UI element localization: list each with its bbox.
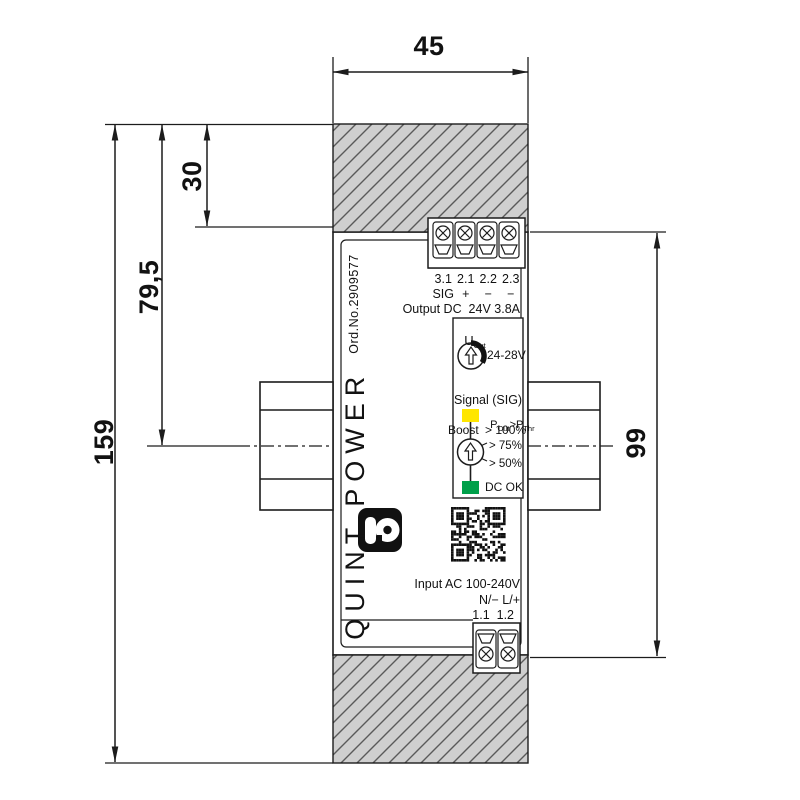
dim-device-height-label: 99 — [620, 427, 651, 459]
voltage-dial — [457, 340, 487, 370]
order-number: Ord.No.2909577 — [347, 254, 362, 354]
output-rating-label: Output DC 24V 3.8A — [402, 302, 520, 316]
dim-rail-label: 30 — [176, 160, 207, 192]
boost-tick-50-label: > 50% — [489, 458, 522, 470]
terminal-sign: − — [507, 287, 515, 301]
uout-subscript: Out — [473, 340, 486, 350]
input-terminal-numbers: 1.1 1.2 — [472, 608, 514, 622]
screw-terminal — [432, 221, 454, 259]
output-terminal-signs: SIG + − − — [432, 287, 522, 301]
uout-symbol: U — [464, 332, 474, 348]
terminal-label: 2.2 — [479, 272, 497, 286]
terminal-sign: − — [484, 287, 492, 301]
terminal-label: 2.1 — [457, 272, 475, 286]
led-dc-ok-green — [462, 481, 479, 494]
dial-arrow-icon — [464, 345, 478, 365]
brand-name: QUINT POWER — [339, 369, 370, 640]
p-out-symbol: P — [490, 418, 498, 431]
p-thr-symbol: >P — [509, 418, 524, 431]
terminal-label: 3.1 — [434, 272, 452, 286]
signal-led-label: POut>PThr — [484, 408, 535, 433]
signal-title: Signal (SIG) — [454, 393, 523, 407]
screw-terminal — [498, 221, 520, 259]
boost-dial — [456, 438, 488, 466]
screw-terminal — [497, 629, 519, 669]
p-thr-subscript: Thr — [523, 423, 535, 433]
phoenix-contact-logo-icon — [358, 508, 402, 552]
dim-width-label: 45 — [413, 31, 445, 61]
output-terminal-numbers: 3.1 2.1 2.2 2.3 — [432, 272, 522, 286]
control-panel — [452, 317, 524, 499]
brand-text: QUINT POWER Ord.No.2909577 — [340, 247, 370, 647]
hatch-top — [332, 123, 529, 233]
dim-total-height-label: 159 — [88, 418, 119, 466]
p-out-subscript: Out — [497, 423, 510, 433]
boost-value-label: > 100% — [485, 423, 527, 437]
dim-center-label: 79,5 — [133, 259, 164, 315]
screw-terminal — [475, 629, 497, 669]
terminal-block-bottom — [472, 622, 521, 674]
qr-code-icon — [451, 507, 506, 562]
input-rating-label: Input AC 100-240V — [414, 577, 520, 591]
uout-label: UOut — [457, 320, 486, 350]
screw-terminal — [454, 221, 476, 259]
dc-ok-label: DC OK — [485, 480, 524, 494]
extension-lines — [105, 57, 666, 764]
terminal-label: 2.3 — [502, 272, 520, 286]
screw-terminal — [476, 221, 498, 259]
terminal-sign: + — [462, 287, 470, 301]
input-polarity-label: N/− L/+ — [479, 593, 520, 607]
voltage-range-label: 24-28V — [487, 348, 526, 362]
boost-tick-75-label: > 75% — [489, 440, 522, 452]
boost-label: Boost — [448, 423, 479, 437]
dimension-lines — [111, 68, 661, 763]
led-signal-yellow — [462, 409, 479, 422]
dial-arrow-icon — [463, 441, 478, 461]
terminal-block-top — [427, 217, 526, 269]
terminal-sign: SIG — [432, 287, 455, 301]
